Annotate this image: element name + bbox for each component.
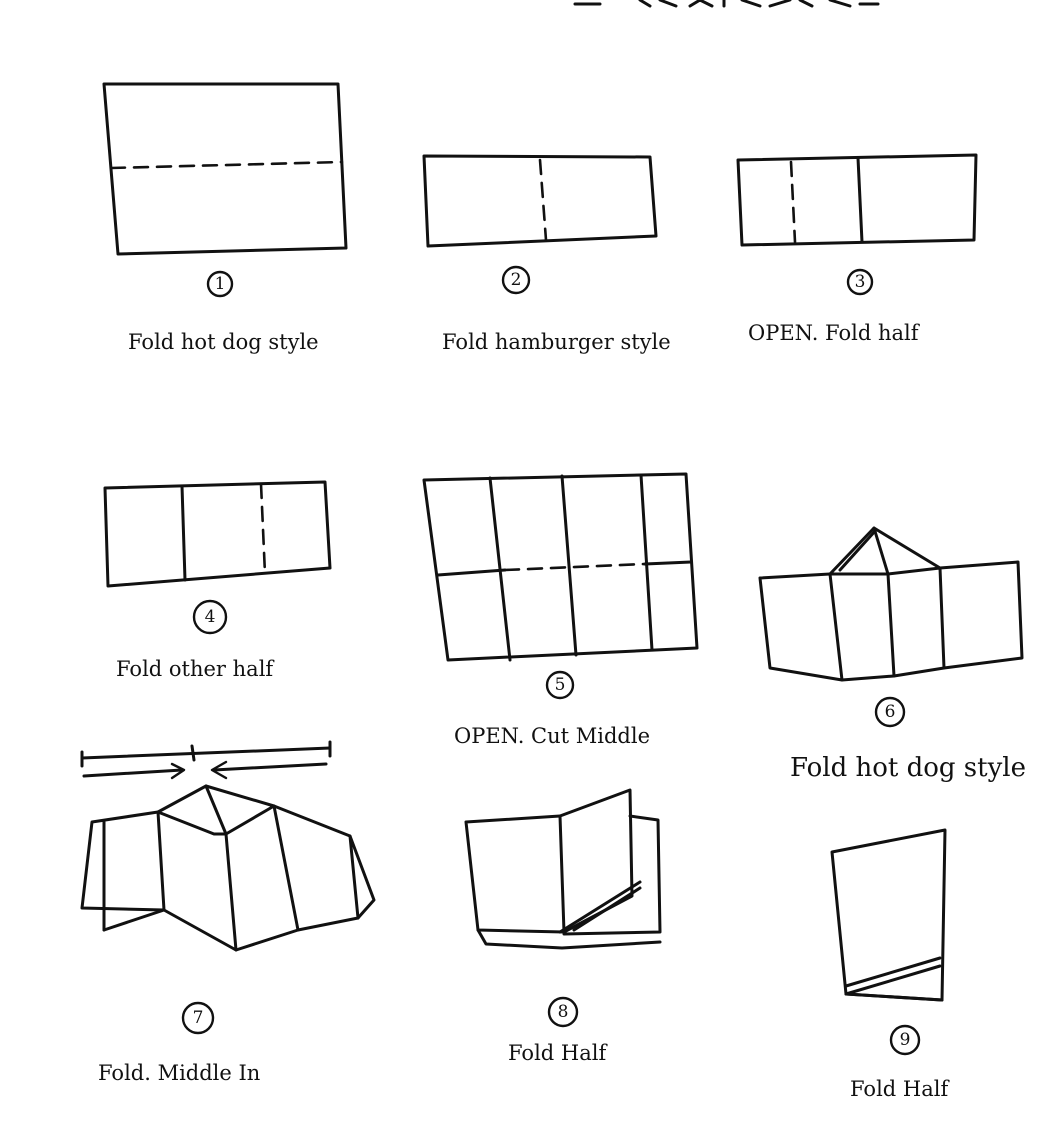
- step-2-diagram: [422, 154, 658, 248]
- svg-text:4: 4: [205, 607, 216, 627]
- step-5-number: 5: [545, 670, 575, 700]
- step-4-number: 4: [192, 599, 228, 635]
- svg-text:1: 1: [215, 274, 226, 294]
- step-2-caption: Fold hamburger style: [442, 330, 671, 354]
- svg-text:3: 3: [855, 272, 866, 292]
- step-1-diagram: [102, 82, 348, 256]
- step-6-number: 6: [874, 696, 906, 728]
- step-7-caption: Fold. Middle In: [98, 1061, 260, 1085]
- step-6-caption: Fold hot dog style: [790, 753, 1026, 783]
- cropped-title: [573, 0, 880, 8]
- step-8-caption: Fold Half: [508, 1041, 608, 1065]
- svg-text:6: 6: [885, 702, 896, 722]
- step-3-diagram: [736, 153, 978, 247]
- step-7-diagram: [80, 784, 376, 952]
- svg-text:5: 5: [555, 675, 566, 695]
- step-2-number: 2: [501, 265, 531, 295]
- step-5-caption: OPEN. Cut Middle: [454, 724, 650, 748]
- svg-text:7: 7: [193, 1008, 204, 1028]
- step-4-diagram: [103, 480, 332, 588]
- step-7-measure-lines: [80, 740, 332, 780]
- step-9-diagram: [830, 828, 947, 1002]
- svg-text:8: 8: [558, 1002, 569, 1022]
- step-3-number: 3: [846, 268, 874, 296]
- step-3-caption: OPEN. Fold half: [748, 321, 921, 345]
- step-1-caption: Fold hot dog style: [128, 330, 319, 354]
- step-1-number: 1: [206, 270, 234, 298]
- step-5-diagram: [422, 472, 699, 662]
- step-8-diagram: [464, 788, 662, 950]
- svg-text:2: 2: [511, 270, 522, 290]
- step-8-number: 8: [547, 996, 579, 1028]
- step-4-caption: Fold other half: [116, 657, 275, 681]
- step-9-number: 9: [889, 1024, 921, 1056]
- step-7-number: 7: [181, 1001, 215, 1035]
- step-6-diagram: [758, 526, 1024, 682]
- step-9-caption: Fold Half: [850, 1077, 950, 1101]
- svg-text:9: 9: [900, 1030, 911, 1050]
